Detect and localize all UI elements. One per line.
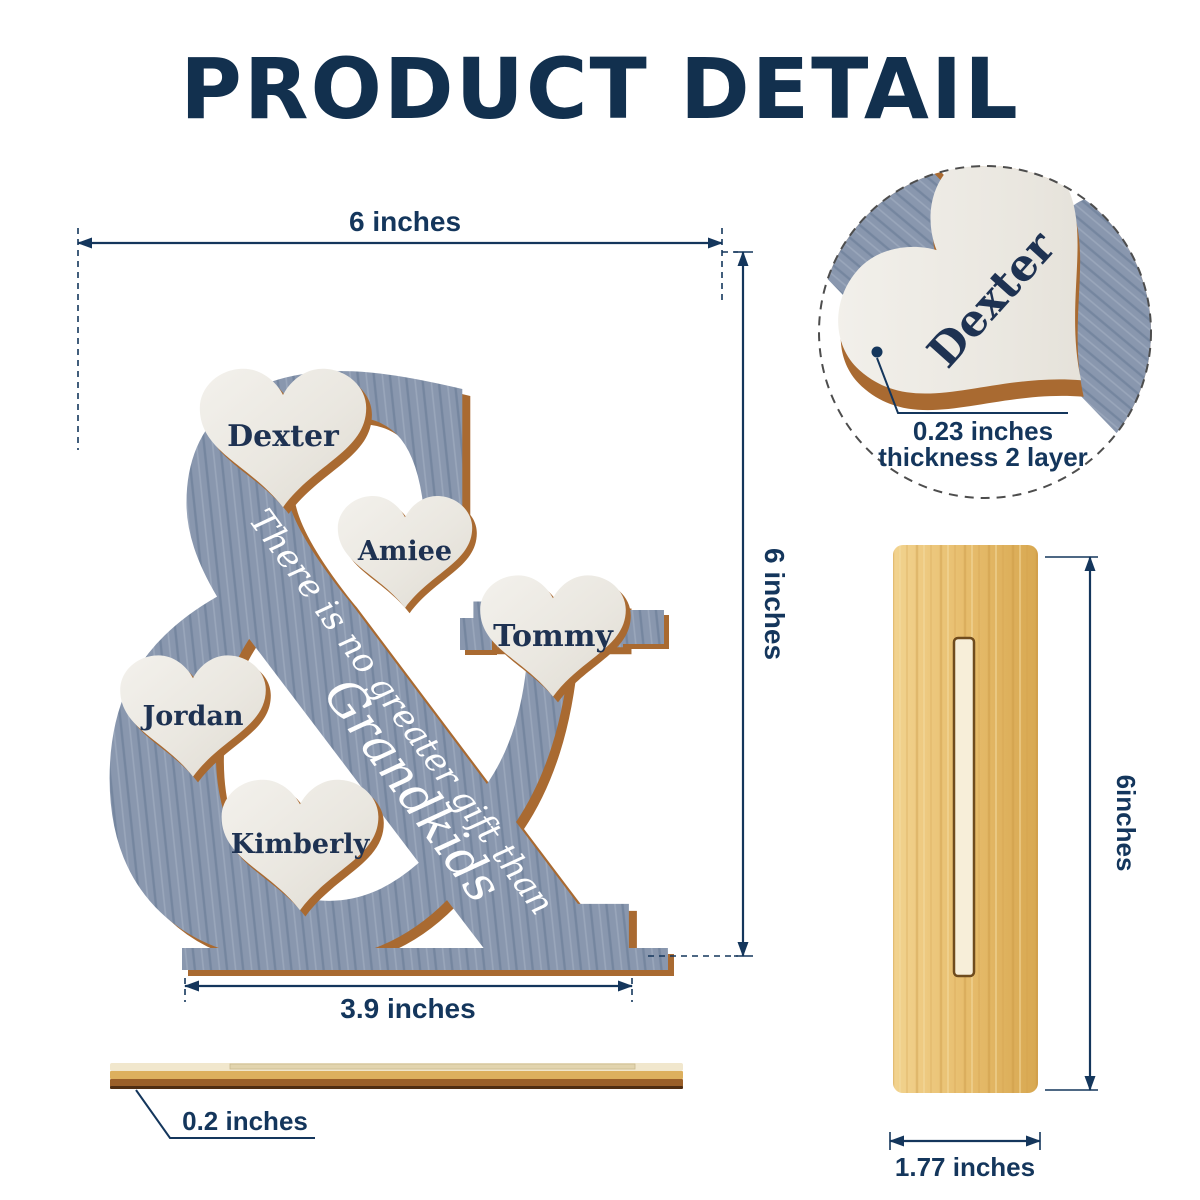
base-width-dimension-label: 3.9 inches (340, 993, 475, 1024)
page-title: PRODUCT DETAIL (180, 40, 1020, 138)
stand-side-view (110, 1063, 683, 1089)
heart-name-tommy: Tommy (493, 619, 614, 654)
stand-slot (952, 636, 976, 978)
side-slot-face (229, 1063, 636, 1070)
heart-tommy-tabs (460, 610, 669, 655)
stand-front-view (893, 545, 1038, 1093)
side-layer-low (110, 1079, 683, 1087)
side-thickness-line (135, 1089, 315, 1139)
ampersand-product-front-view: & & There is no greater gift than Grandk… (85, 218, 674, 1141)
base-bar-top-layer (182, 948, 668, 970)
side-thickness-label: 0.2 inches (182, 1106, 308, 1136)
heart-name-kimberly: Kimberly (231, 829, 371, 860)
heart-name-amiee: Amiee (357, 536, 452, 567)
width-dimension-label: 6 inches (349, 206, 461, 237)
heart-amiee: Amiee (337, 496, 477, 614)
stand-width-dimension: 1.77 inches (889, 1132, 1041, 1182)
base-bar (182, 948, 674, 976)
heart-tommy: Tommy (480, 575, 631, 703)
thickness-layer-label: thickness 2 layer (878, 442, 1088, 472)
thickness-value-label: 0.23 inches (913, 416, 1053, 446)
heart-kimberly: Kimberly (221, 779, 384, 917)
side-layer-mid (110, 1071, 683, 1079)
thickness-callout: 0.23 inches thickness 2 layer (871, 346, 1088, 472)
heart-name-jordan: Jordan (140, 701, 243, 732)
thickness-detail-circle: Dexter 0.23 inches thickness 2 layer (818, 165, 1152, 499)
side-thickness-callout: 0.2 inches (135, 1089, 315, 1139)
heart-dexter: Dexter (199, 368, 372, 514)
side-layer-bottom (110, 1086, 683, 1089)
zoom-heart: Dexter (819, 166, 1151, 498)
callout-line (876, 357, 1068, 414)
height-dimension-label: 6 inches (759, 548, 790, 660)
stand-height-dimension: 6inches (1045, 556, 1141, 1091)
width-dimension: 6 inches (77, 206, 723, 450)
zoom-circle-border (818, 165, 1152, 499)
height-dimension: 6 inches (648, 251, 790, 957)
heart-name-dexter: Dexter (227, 419, 340, 454)
heart-jordan: Jordan (120, 655, 271, 783)
callout-dot (871, 346, 883, 358)
stand-width-dimension-label: 1.77 inches (895, 1152, 1035, 1182)
stand-height-dimension-label: 6inches (1111, 775, 1141, 872)
base-width-dimension: 3.9 inches (184, 978, 633, 1024)
